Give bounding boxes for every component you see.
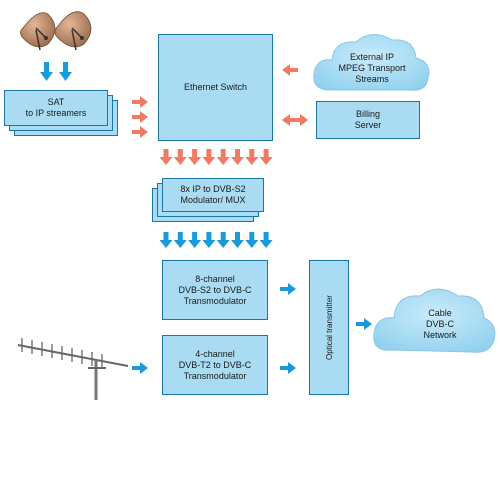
arrow-dishes-to-sat [40,62,72,81]
down-arrow [188,149,202,165]
down-arrow [173,232,187,248]
down-arrow [259,149,273,165]
arrow-modulator-to-transmodulator [159,232,273,248]
arrow-optical-to-cloud [356,318,372,330]
down-arrow [259,232,273,248]
optical-transmitter-label: Optical transmitter [324,295,334,360]
ethernet-switch-box: Ethernet Switch [158,34,273,141]
satellite-dish-icon [20,12,56,51]
down-arrow [159,232,173,248]
arrow-switch-billing [282,114,308,126]
arrow-antenna-to-dvbt2 [132,362,148,374]
dvbs2-transmodulator-box: 8-channel DVB-S2 to DVB-C Transmodulator [162,260,268,320]
sat-streamers-box: SAT to IP streamers [4,90,108,126]
dvbt2-transmodulator-box: 4-channel DVB-T2 to DVB-C Transmodulator [162,335,268,395]
down-arrow [159,149,173,165]
down-arrow [245,232,259,248]
down-arrow [216,149,230,165]
down-arrow [188,232,202,248]
arrow-dvbs2-to-optical [280,283,296,295]
arrow-external-to-switch [282,64,298,76]
cable-network-cloud: Cable DVB-C Network [423,307,457,340]
down-arrow [216,232,230,248]
terrestrial-antenna-icon [17,338,129,400]
arrow-dvbt2-to-optical [280,362,296,374]
down-arrow [173,149,187,165]
cloud-shape-network [373,288,496,353]
cloud-shape-external [313,34,430,91]
optical-transmitter-box: Optical transmitter [309,260,349,395]
down-arrow [231,232,244,248]
down-arrow [202,232,216,248]
down-arrow [231,149,244,165]
down-arrow [202,149,216,165]
satellite-dish-icon [54,11,92,51]
down-arrow [245,149,259,165]
external-ip-cloud: External IP MPEG Transport Streams [338,51,406,84]
arrow-sat-to-switch [132,96,148,138]
arrow-switch-to-modulator [159,149,273,165]
modulator-mux-box: 8x IP to DVB-S2 Modulator/ MUX [162,178,264,212]
billing-server-box: Billing Server [316,101,420,139]
